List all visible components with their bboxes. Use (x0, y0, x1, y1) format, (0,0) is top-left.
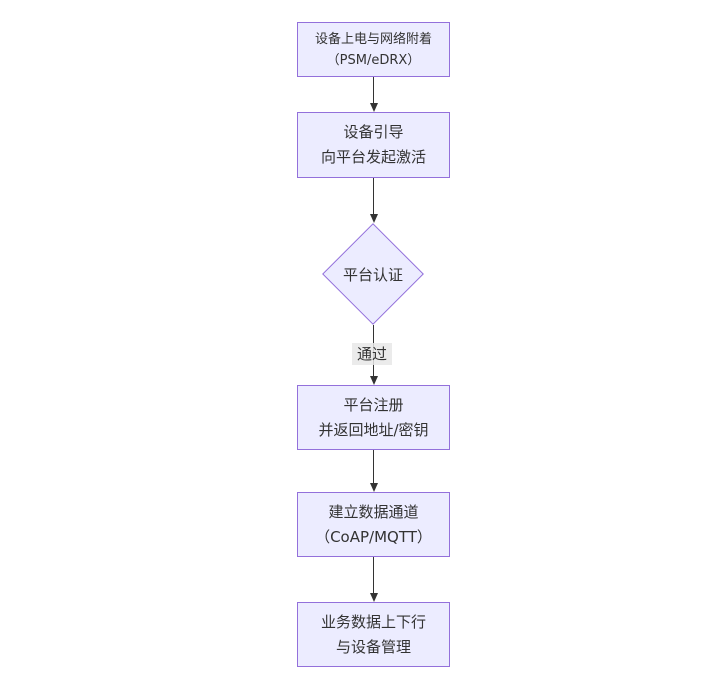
node-text-line: 建立数据通道 (328, 502, 419, 521)
node-text-line: 设备上电与网络附着 (314, 31, 432, 47)
arrow-bootstrap-to-auth (367, 178, 380, 223)
arrow-power-to-bootstrap (367, 77, 380, 112)
decision-platform-auth: 平台认证 (322, 223, 424, 325)
decision-label: 平台认证 (342, 265, 403, 284)
arrow-shaft (373, 178, 374, 214)
node-data-channel: 建立数据通道 （CoAP/MQTT） (297, 492, 450, 557)
node-text-line: （PSM/eDRX） (326, 52, 421, 68)
arrowhead-down-icon (369, 103, 378, 112)
arrowhead-down-icon (369, 593, 378, 602)
arrow-channel-to-business (367, 557, 380, 602)
node-bootstrap-activate: 设备引导 向平台发起激活 (297, 112, 450, 178)
node-text-line: （CoAP/MQTT） (315, 527, 432, 546)
node-platform-register: 平台注册 并返回地址/密钥 (297, 385, 450, 450)
arrowhead-down-icon (369, 483, 378, 492)
arrowhead-down-icon (369, 376, 378, 385)
arrow-shaft (373, 450, 374, 483)
node-power-on-network-attach: 设备上电与网络附着 （PSM/eDRX） (297, 22, 450, 77)
node-text-line: 业务数据上下行 (320, 612, 426, 631)
node-business-data-management: 业务数据上下行 与设备管理 (297, 602, 450, 667)
node-text-line: 与设备管理 (335, 637, 411, 656)
arrow-shaft (373, 77, 374, 103)
edge-label-pass: 通过 (352, 343, 392, 365)
arrowhead-down-icon (369, 214, 378, 223)
node-text-line: 设备引导 (343, 123, 404, 141)
node-text-line: 向平台发起激活 (320, 148, 426, 166)
arrow-register-to-channel (367, 450, 380, 492)
node-text-line: 平台注册 (343, 395, 404, 414)
arrow-shaft (373, 557, 374, 593)
node-text-line: 并返回地址/密钥 (318, 420, 429, 439)
